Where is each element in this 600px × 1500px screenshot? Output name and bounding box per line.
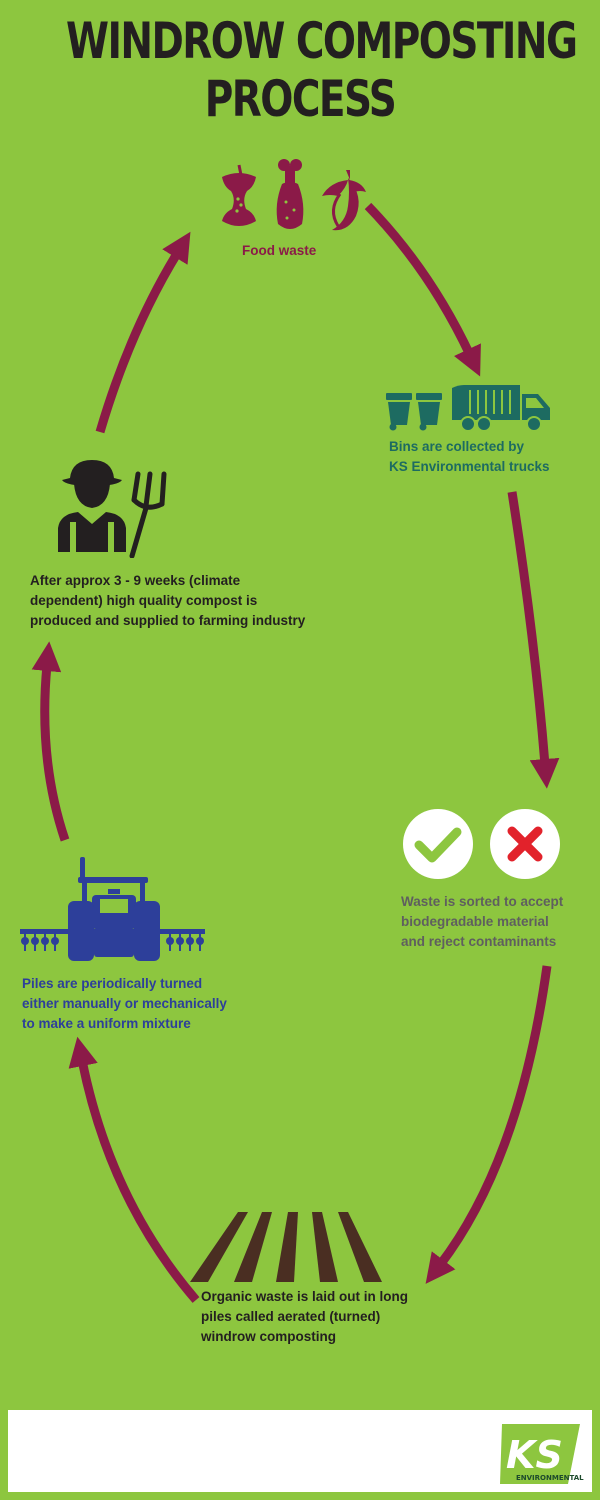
arrow-sorting-to-windrow [425, 965, 552, 1284]
check-icon [403, 809, 473, 879]
arrow-turning-to-compost [31, 641, 70, 842]
ks-environmental-logo: KS ENVIRONMENTAL [500, 1424, 584, 1484]
arrow-bins-to-sorting [507, 491, 560, 789]
footer: KS ENVIRONMENTAL [8, 1410, 592, 1492]
chicken-leg-icon [276, 159, 304, 229]
bins-collected-label: Bins are collected by KS Environmental t… [389, 439, 550, 474]
compost-label: After approx 3 - 9 weeks (climate depend… [30, 573, 306, 628]
tractor-icon [20, 857, 205, 961]
title-line-2: PROCESS [204, 70, 397, 128]
turning-label: Piles are periodically turned either man… [22, 976, 227, 1031]
windrow-rows-icon [190, 1212, 382, 1282]
arrow-food-to-bins [364, 202, 481, 377]
apple-core-icon [222, 164, 256, 226]
arrow-windrow-to-turning [68, 1036, 200, 1303]
food-waste-label: Food waste [242, 243, 317, 258]
wheelie-bin-icon [416, 393, 442, 431]
wheelie-bin-icon [386, 393, 412, 431]
page-title: WINDROW COMPOSTING PROCESS [66, 12, 578, 128]
cross-icon [490, 809, 560, 879]
garbage-truck-icon [452, 385, 550, 432]
pitchfork-icon [129, 471, 167, 558]
farmer-icon [58, 460, 126, 552]
arrow-compost-to-food [95, 231, 191, 434]
sorting-label: Waste is sorted to accept biodegradable … [401, 894, 564, 949]
windrow-label: Organic waste is laid out in long piles … [201, 1289, 409, 1344]
banana-peel-icon [322, 170, 366, 231]
title-line-1: WINDROW COMPOSTING [66, 12, 578, 70]
svg-text:KS: KS [506, 1433, 563, 1477]
svg-text:ENVIRONMENTAL: ENVIRONMENTAL [516, 1474, 584, 1482]
